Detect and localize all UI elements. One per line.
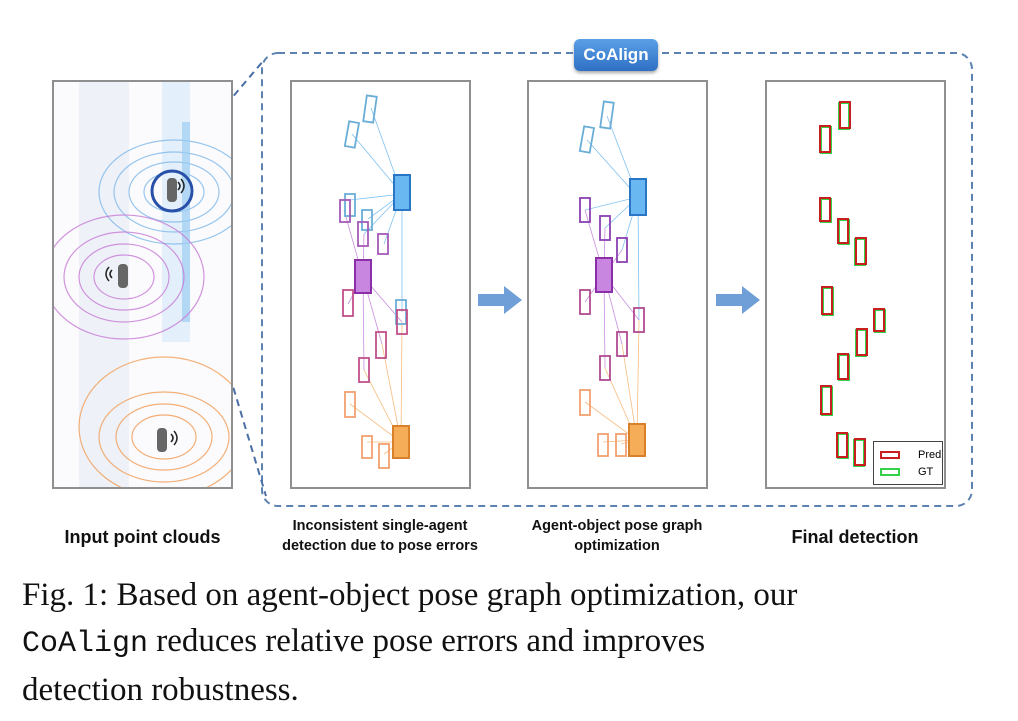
pred-swatch [880, 451, 900, 459]
car-icon [150, 169, 194, 213]
caption-line: Inconsistent single-agent [292, 518, 468, 534]
arrow-right-icon [478, 286, 522, 314]
legend-item-gt: GT [880, 464, 940, 480]
figure-caption: Fig. 1: Based on agent-object pose graph… [22, 572, 1002, 713]
point-cloud-image [54, 82, 231, 487]
arrow-right-icon [716, 286, 760, 314]
legend: Pred GT [873, 441, 943, 485]
caption-line-2: CoAlign reduces relative pose errors and… [22, 618, 1002, 667]
car-icon [157, 428, 167, 452]
agent-orange-box [628, 423, 646, 457]
agent-purple-box [595, 257, 613, 293]
final-detection-panel [765, 80, 946, 489]
caption-line: Agent-object pose graph [531, 518, 703, 534]
input-point-cloud-panel [52, 80, 233, 489]
caption-line: detection due to pose errors [282, 538, 478, 554]
caption-line-1: Fig. 1: Based on agent-object pose graph… [22, 577, 798, 613]
caption-pose-graph-optimization: Agent-object pose graph optimization [506, 516, 728, 556]
final-detection-boxes [819, 101, 886, 467]
caption-inconsistent-detection: Inconsistent single-agent detection due … [262, 516, 498, 556]
pose-graph-after [578, 100, 647, 457]
agent-blue-box [393, 174, 411, 211]
agent-purple-box [354, 259, 372, 294]
caption-text: reduces relative pose errors and improve… [148, 623, 706, 659]
pose-graph-optimization-panel [527, 80, 708, 489]
caption-input-point-clouds: Input point clouds [64, 527, 221, 547]
legend-item-pred: Pred [880, 447, 942, 463]
method-name: CoAlign [22, 627, 149, 661]
car-icon [118, 264, 128, 288]
coalign-badge: CoAlign [574, 39, 658, 71]
agent-orange-box [392, 425, 410, 459]
inconsistent-detection-panel [290, 80, 471, 489]
wifi-icon [105, 178, 185, 446]
pose-graph-before [339, 94, 411, 469]
agent-blue-box [629, 178, 647, 216]
caption-line-3: detection robustness. [22, 672, 299, 708]
caption-final-detection: Final detection [791, 527, 919, 547]
gt-swatch [880, 468, 900, 476]
legend-label-gt: GT [918, 466, 934, 478]
legend-label-pred: Pred [918, 449, 942, 461]
caption-line: optimization [574, 538, 660, 554]
